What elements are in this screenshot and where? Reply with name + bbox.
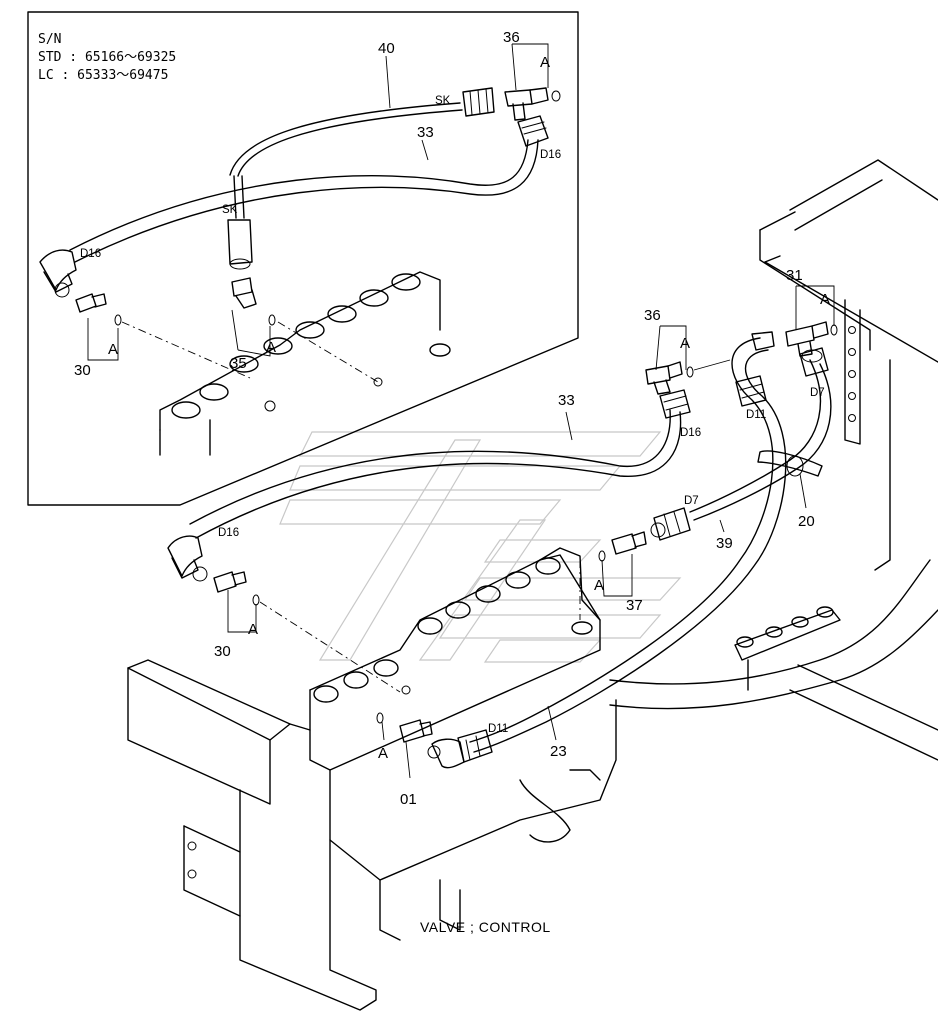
- inset-leader-lines: [87, 43, 549, 383]
- label-23: 23: [550, 743, 567, 760]
- mounting-bracket: [127, 659, 377, 1011]
- label-31: 31: [786, 267, 803, 284]
- hose-33: [167, 389, 691, 582]
- label-d7a: D7: [810, 387, 825, 399]
- main-part-labels: 31 A 36 A D11 D7 33 D16 D16 D7 39 20 A 3…: [214, 267, 830, 808]
- inset-label-30: 30: [74, 362, 91, 379]
- inset-label-40: 40: [378, 40, 395, 57]
- label-a8: A: [378, 745, 388, 762]
- sn-std-range: STD : 65166～69325: [38, 50, 176, 65]
- connector-30: [213, 571, 260, 606]
- label-a4: A: [820, 291, 830, 308]
- label-d16d: D16: [218, 527, 239, 539]
- label-a7: A: [248, 621, 258, 638]
- label-a5: A: [680, 335, 690, 352]
- inset-connector-30: [75, 293, 122, 326]
- label-a6: A: [594, 577, 604, 594]
- label-20: 20: [798, 513, 815, 530]
- connector-01: [376, 712, 433, 743]
- inset-label-36: 36: [503, 29, 520, 46]
- inset-fitting-35: [231, 277, 276, 326]
- diagram-caption: VALVE ; CONTROL: [420, 919, 551, 935]
- inset-label-a1: A: [540, 54, 550, 71]
- machine-frame: [609, 159, 938, 761]
- inset-label-sk1: SK: [435, 95, 451, 107]
- inset-control-valve: [159, 271, 451, 456]
- tee-fitting-36: [645, 361, 694, 395]
- label-37: 37: [626, 597, 643, 614]
- inset-hose-33: [39, 115, 549, 298]
- inset-label-d16b: D16: [80, 248, 101, 260]
- inset-part-labels: 40 36 A SK 33 D16 SK D16 A 30 35 A: [74, 29, 561, 379]
- hose-39: [650, 347, 832, 541]
- label-d7b: D7: [684, 495, 699, 507]
- inset-label-a2: A: [108, 341, 118, 358]
- sn-lc-range: LC : 65333～69475: [38, 68, 168, 83]
- label-39: 39: [716, 535, 733, 552]
- label-33: 33: [558, 392, 575, 409]
- tee-fitting-31: [785, 321, 838, 357]
- inset-label-a3: A: [266, 339, 276, 356]
- inset-label-d16a: D16: [540, 149, 561, 161]
- clamp-20: [757, 450, 823, 477]
- inset-label-sk2: SK: [222, 204, 238, 216]
- inset-hose-40: [227, 87, 495, 270]
- hose-23: [427, 331, 787, 769]
- sn-title: S/N: [38, 32, 61, 47]
- serial-number-block: S/N STD : 65166～69325 LC : 65333～69475: [38, 32, 176, 83]
- label-01: 01: [400, 791, 417, 808]
- label-d11a: D11: [746, 409, 766, 421]
- main-leader-lines: [227, 285, 835, 779]
- inset-frame: [27, 11, 579, 506]
- inset-label-35: 35: [230, 355, 247, 372]
- connector-37: [598, 531, 647, 562]
- label-d16c: D16: [680, 427, 701, 439]
- inset-tee-fitting-36: [504, 87, 561, 121]
- label-36: 36: [644, 307, 661, 324]
- label-d11b: D11: [488, 723, 508, 735]
- control-valve: [309, 547, 617, 941]
- label-30: 30: [214, 643, 231, 660]
- inset-label-33: 33: [417, 124, 434, 141]
